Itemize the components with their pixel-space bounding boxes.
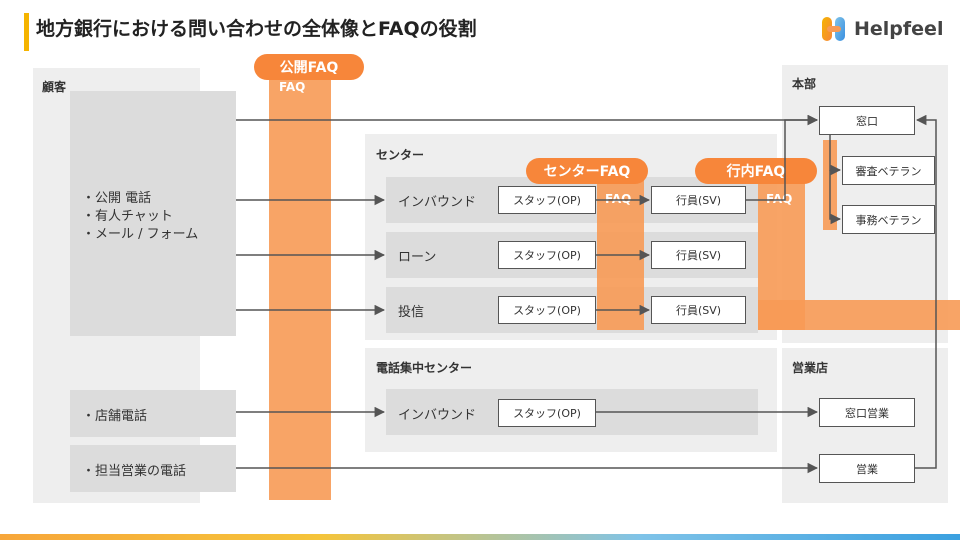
center-faq-tag: FAQ bbox=[605, 192, 632, 206]
channel-store-phone: ・店舗電話 bbox=[82, 409, 148, 424]
hq-window-box: 窓口 bbox=[819, 106, 915, 135]
customer-sales-phone: ・担当営業の電話 bbox=[70, 445, 236, 492]
customer-store-phone: ・店舗電話 bbox=[70, 390, 236, 437]
branch-label: 営業店 bbox=[792, 361, 829, 375]
helpfeel-logo-icon bbox=[822, 17, 845, 41]
hq-label: 本部 bbox=[792, 77, 817, 91]
center-inbound-sv-box: 行員(SV) bbox=[651, 186, 746, 214]
public-faq-pill: 公開FAQ bbox=[254, 54, 364, 80]
logo-wordmark: Helpfeel bbox=[854, 18, 944, 40]
center-inbound-staff-box: スタッフ(OP) bbox=[498, 186, 596, 214]
center-fund-staff-box: スタッフ(OP) bbox=[498, 296, 596, 324]
bottom-gradient-strip bbox=[0, 534, 960, 540]
channel-chat: ・有人チャット bbox=[82, 209, 173, 224]
hq-admin-veteran-box: 事務ベテラン bbox=[842, 205, 935, 234]
public-faq-bar bbox=[269, 68, 331, 500]
channel-mail-form: ・メール / フォーム bbox=[82, 227, 199, 242]
center-row-fund-name: 投信 bbox=[398, 305, 425, 320]
center-faq-pill: センターFAQ bbox=[526, 158, 648, 184]
center-label: センター bbox=[376, 148, 425, 162]
call-center-label: 電話集中センター bbox=[376, 361, 473, 375]
center-loan-staff-box: スタッフ(OP) bbox=[498, 241, 596, 269]
public-faq-tag: FAQ bbox=[279, 80, 306, 94]
customer-label: 顧客 bbox=[42, 80, 67, 94]
helpfeel-logo: Helpfeel bbox=[820, 15, 943, 43]
hq-review-veteran-box: 審査ベテラン bbox=[842, 156, 935, 185]
center-row-loan-name: ローン bbox=[398, 250, 437, 265]
call-center-staff-box: スタッフ(OP) bbox=[498, 399, 596, 427]
page-title: 地方銀行における問い合わせの全体像とFAQの役割 bbox=[36, 18, 477, 40]
center-faq-bar bbox=[597, 172, 644, 330]
call-center-row-inbound-name: インバウンド bbox=[398, 408, 477, 423]
title-accent-bar bbox=[24, 13, 29, 51]
center-row-inbound-name: インバウンド bbox=[398, 195, 477, 210]
hq-faq-bar bbox=[823, 140, 837, 230]
channel-public-phone: ・公開 電話 bbox=[82, 191, 152, 206]
customer-channels-main: ・公開 電話 ・有人チャット ・メール / フォーム bbox=[70, 91, 236, 336]
internal-faq-pill: 行内FAQ bbox=[695, 158, 817, 184]
internal-faq-tag: FAQ bbox=[766, 192, 793, 206]
branch-sales-box: 営業 bbox=[819, 454, 915, 483]
branch-window-sales-box: 窓口営業 bbox=[819, 398, 915, 427]
channel-sales-phone: ・担当営業の電話 bbox=[82, 464, 187, 479]
internal-faq-bar-horizontal bbox=[758, 300, 960, 330]
center-fund-sv-box: 行員(SV) bbox=[651, 296, 746, 324]
center-loan-sv-box: 行員(SV) bbox=[651, 241, 746, 269]
